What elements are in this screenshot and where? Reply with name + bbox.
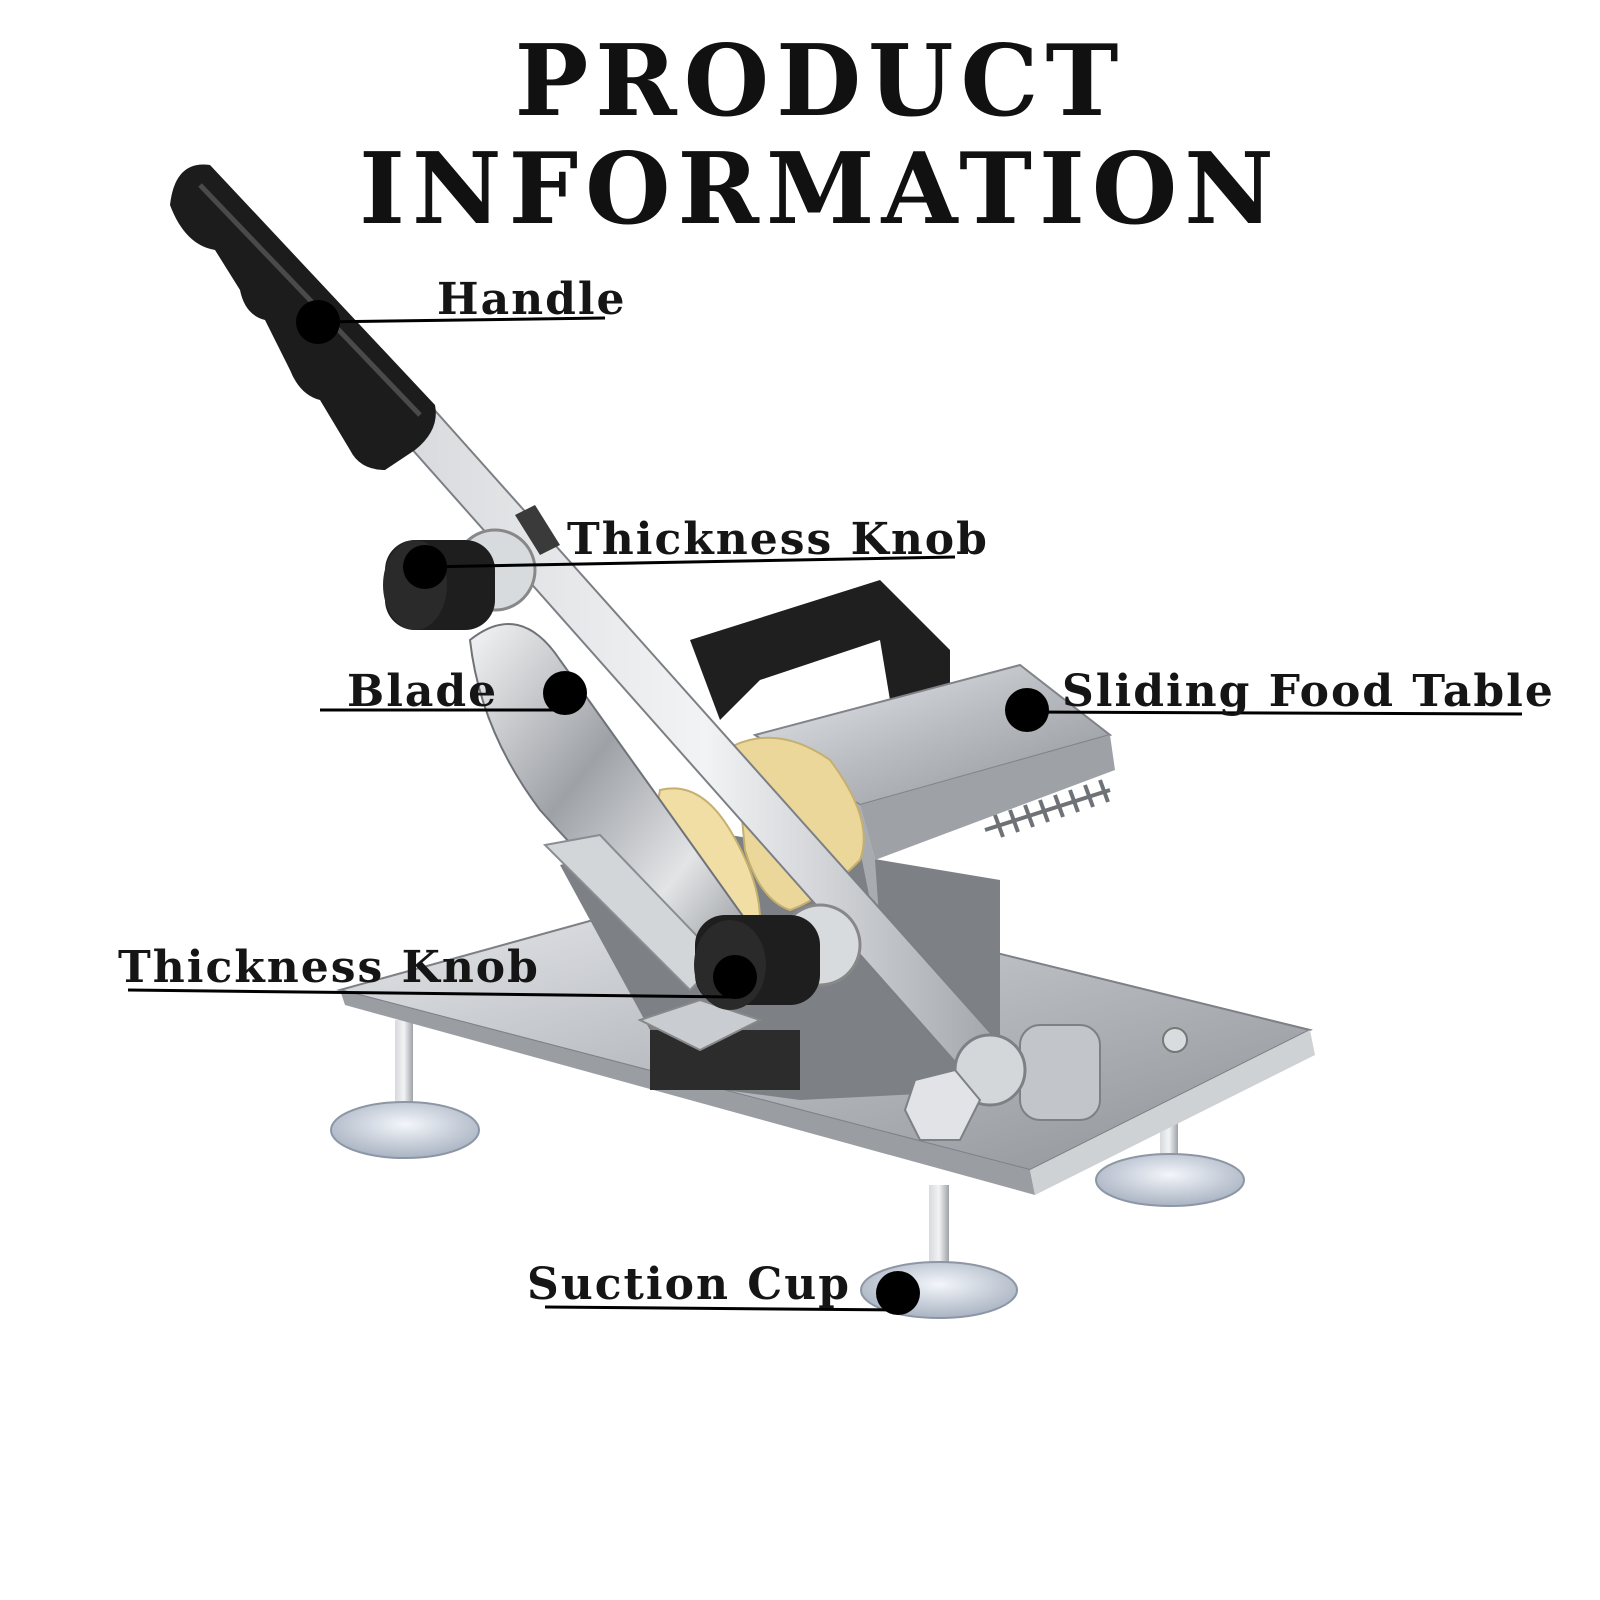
- callout-dot-icon: [876, 1271, 920, 1315]
- callout-dot-icon: [713, 955, 757, 999]
- label-thickness-knob-top: Thickness Knob: [567, 514, 989, 565]
- callout-dot-icon: [403, 545, 447, 589]
- callout-dot-icon: [543, 671, 587, 715]
- label-handle: Handle: [437, 274, 627, 325]
- leader-lines: [127, 316, 1523, 1312]
- page-title: PRODUCT INFORMATION: [359, 24, 1281, 247]
- label-thickness-knob-bottom: Thickness Knob: [118, 942, 540, 993]
- callout-dot-icon: [1005, 688, 1049, 732]
- pivot-bolt: [903, 1024, 1101, 1141]
- label-suction-cup: Suction Cup: [527, 1259, 852, 1310]
- callout-dots: [296, 300, 1049, 1315]
- label-blade: Blade: [347, 666, 499, 717]
- label-sliding-food-table: Sliding Food Table: [1062, 666, 1555, 717]
- callout-dot-icon: [296, 300, 340, 344]
- thickness-knob-top: [383, 528, 537, 630]
- suction-cup-left: [330, 1020, 480, 1159]
